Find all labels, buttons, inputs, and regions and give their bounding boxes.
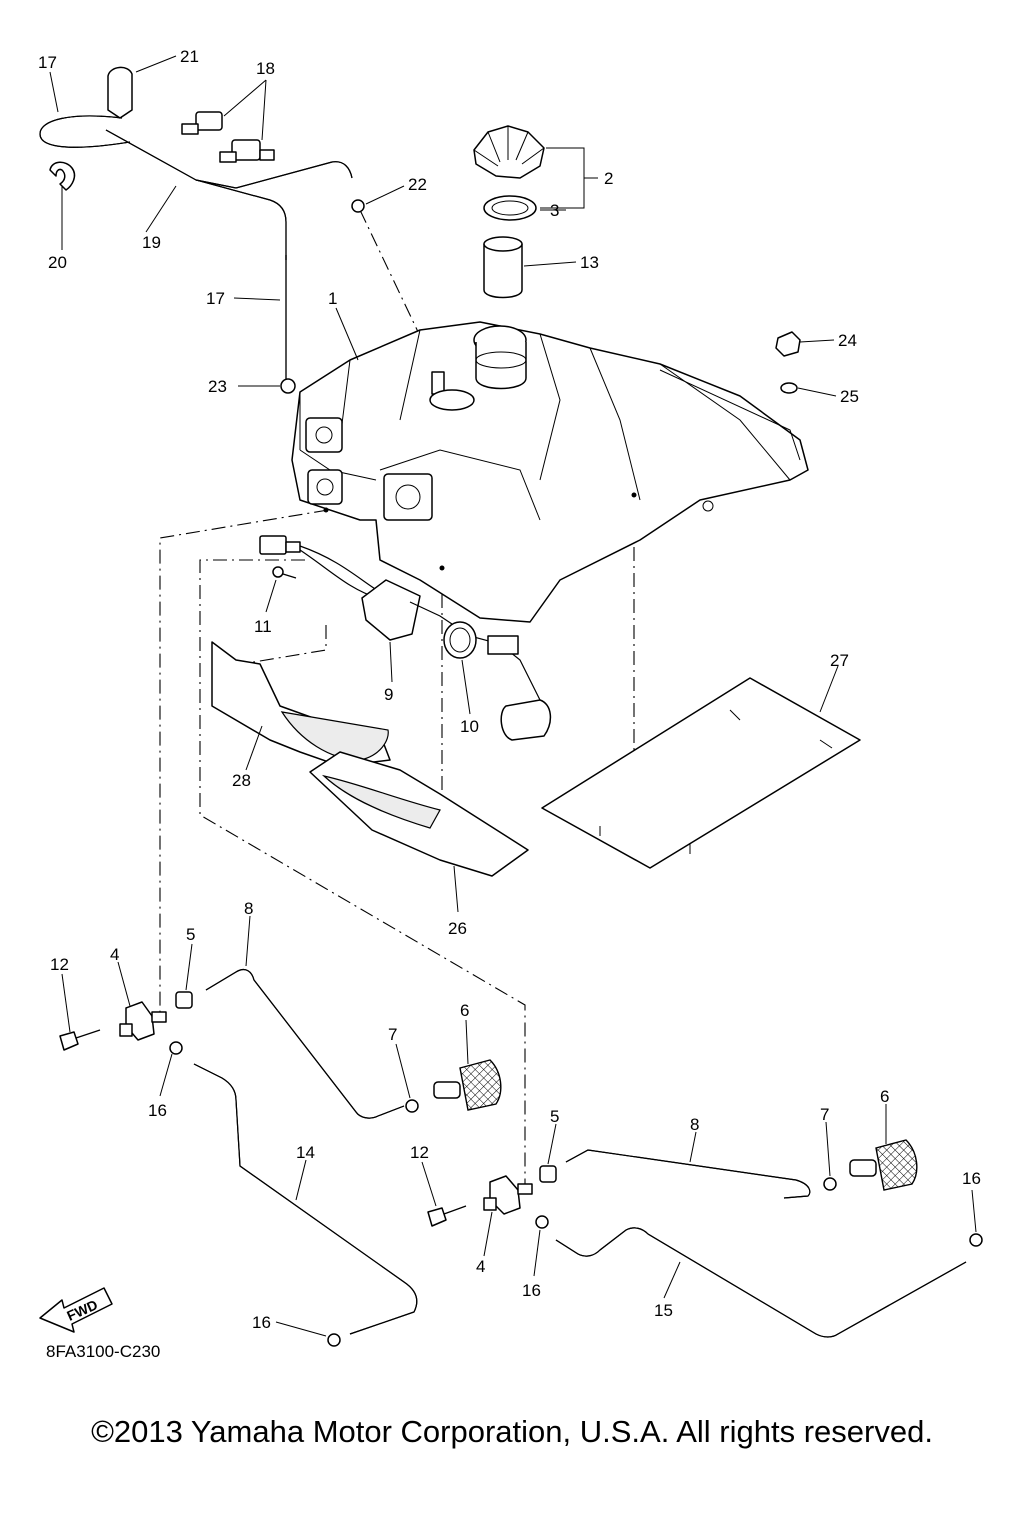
- damper-5-left: [175, 991, 193, 1009]
- callout-7-right: 7: [820, 1105, 829, 1124]
- callout-5-left: 5: [186, 925, 195, 944]
- sender-float: [500, 699, 552, 741]
- hose-clamp-22: [351, 199, 365, 213]
- clamp-7-left: [405, 1099, 419, 1113]
- callout-13: 13: [580, 253, 599, 272]
- check-valve-18a: [195, 111, 223, 131]
- washer-25: [780, 382, 798, 394]
- callout-11: 11: [254, 617, 272, 636]
- hose-holder-21: [107, 66, 133, 119]
- callout-17: 17: [38, 53, 57, 72]
- callout-26: 26: [448, 919, 467, 938]
- callout-6-right: 6: [880, 1087, 889, 1106]
- cap-gasket: [483, 195, 537, 221]
- screw-11: [272, 566, 284, 578]
- callout-19: 19: [142, 233, 161, 252]
- callout-16-left: 16: [148, 1101, 167, 1120]
- callout-10: 10: [460, 717, 479, 736]
- callout-labels: 17 21 18 22 2 3 13 19 20 17 1 24 23 25 1…: [38, 47, 981, 1332]
- fwd-label: FWD: [64, 1296, 100, 1324]
- callout-24: 24: [838, 331, 857, 350]
- callout-8-left: 8: [244, 899, 253, 918]
- callout-17-lower: 17: [206, 289, 225, 308]
- fuel-line-left: [59, 968, 502, 1347]
- fuel-cap-group: [473, 125, 545, 299]
- clamp-7-right: [823, 1177, 837, 1191]
- callout-25: 25: [840, 387, 859, 406]
- nut-24: [775, 331, 801, 357]
- callout-5-right: 5: [550, 1107, 559, 1126]
- tank-flange-sender: [383, 473, 433, 521]
- callout-3: 3: [550, 201, 559, 220]
- callout-2: 2: [604, 169, 613, 188]
- fuel-sender-group: [259, 535, 552, 741]
- fuel-tank-body: [291, 321, 809, 623]
- tank-flange-left-upper: [305, 417, 343, 453]
- callout-23: 23: [208, 377, 227, 396]
- callout-6-left: 6: [460, 1001, 469, 1020]
- vent-hose-assembly: [39, 66, 365, 394]
- callout-7-left: 7: [388, 1025, 397, 1044]
- assembly-guide-lines: [159, 209, 635, 1185]
- callout-1: 1: [328, 289, 337, 308]
- fuel-hose-14: [193, 1063, 418, 1335]
- callout-27: 27: [830, 651, 849, 670]
- clamp-16-left-upper: [169, 1041, 183, 1055]
- callout-16-right-mid: 16: [522, 1281, 541, 1300]
- callout-16-right-end: 16: [962, 1169, 981, 1188]
- callout-18: 18: [256, 59, 275, 78]
- hose-clamp-20: [49, 161, 76, 191]
- callout-15: 15: [654, 1301, 673, 1320]
- fuel-tank: [291, 321, 809, 623]
- clamp-16-right-mid: [535, 1215, 549, 1229]
- leader-lines: [49, 55, 977, 1337]
- callout-21: 21: [180, 47, 199, 66]
- heat-shields: [211, 641, 861, 877]
- callout-14: 14: [296, 1143, 315, 1162]
- fwd-arrow-icon: FWD: [39, 1287, 113, 1333]
- sender-gasket-10: [443, 621, 477, 659]
- callout-4-right: 4: [476, 1257, 485, 1276]
- callout-22: 22: [408, 175, 427, 194]
- heat-protector-27: [541, 677, 861, 869]
- fuel-hose-15: [555, 1227, 967, 1338]
- tank-flange-left-lower: [307, 469, 343, 505]
- fuel-hose-8-right: [565, 1149, 811, 1199]
- bolt-12-right: [427, 1207, 447, 1227]
- clamp-16-bottom: [327, 1333, 341, 1347]
- hose-clamp-23: [280, 378, 296, 394]
- fuel-filter-6-right: [875, 1139, 918, 1191]
- fuel-cap: [473, 125, 545, 179]
- sender-connector: [259, 535, 287, 555]
- fuel-line-right: [427, 1139, 983, 1338]
- copyright-notice: ©2013 Yamaha Motor Corporation, U.S.A. A…: [91, 1414, 933, 1449]
- callout-16-bottom: 16: [252, 1313, 271, 1332]
- diagram-code: 8FA3100-C230: [46, 1342, 161, 1361]
- callout-8-right: 8: [690, 1115, 699, 1134]
- callout-12-right: 12: [410, 1143, 429, 1162]
- fuel-strainer: [483, 243, 523, 299]
- fuel-filter-6-left: [459, 1059, 502, 1111]
- callout-12-left: 12: [50, 955, 69, 974]
- callout-9: 9: [384, 685, 393, 704]
- callout-4-left: 4: [110, 945, 119, 964]
- sender-plate-9: [361, 579, 421, 641]
- bolt-12-left: [59, 1031, 79, 1051]
- callout-28: 28: [232, 771, 251, 790]
- clamp-16-right-end: [969, 1233, 983, 1247]
- callout-20: 20: [48, 253, 67, 272]
- damper-5-right: [539, 1165, 557, 1183]
